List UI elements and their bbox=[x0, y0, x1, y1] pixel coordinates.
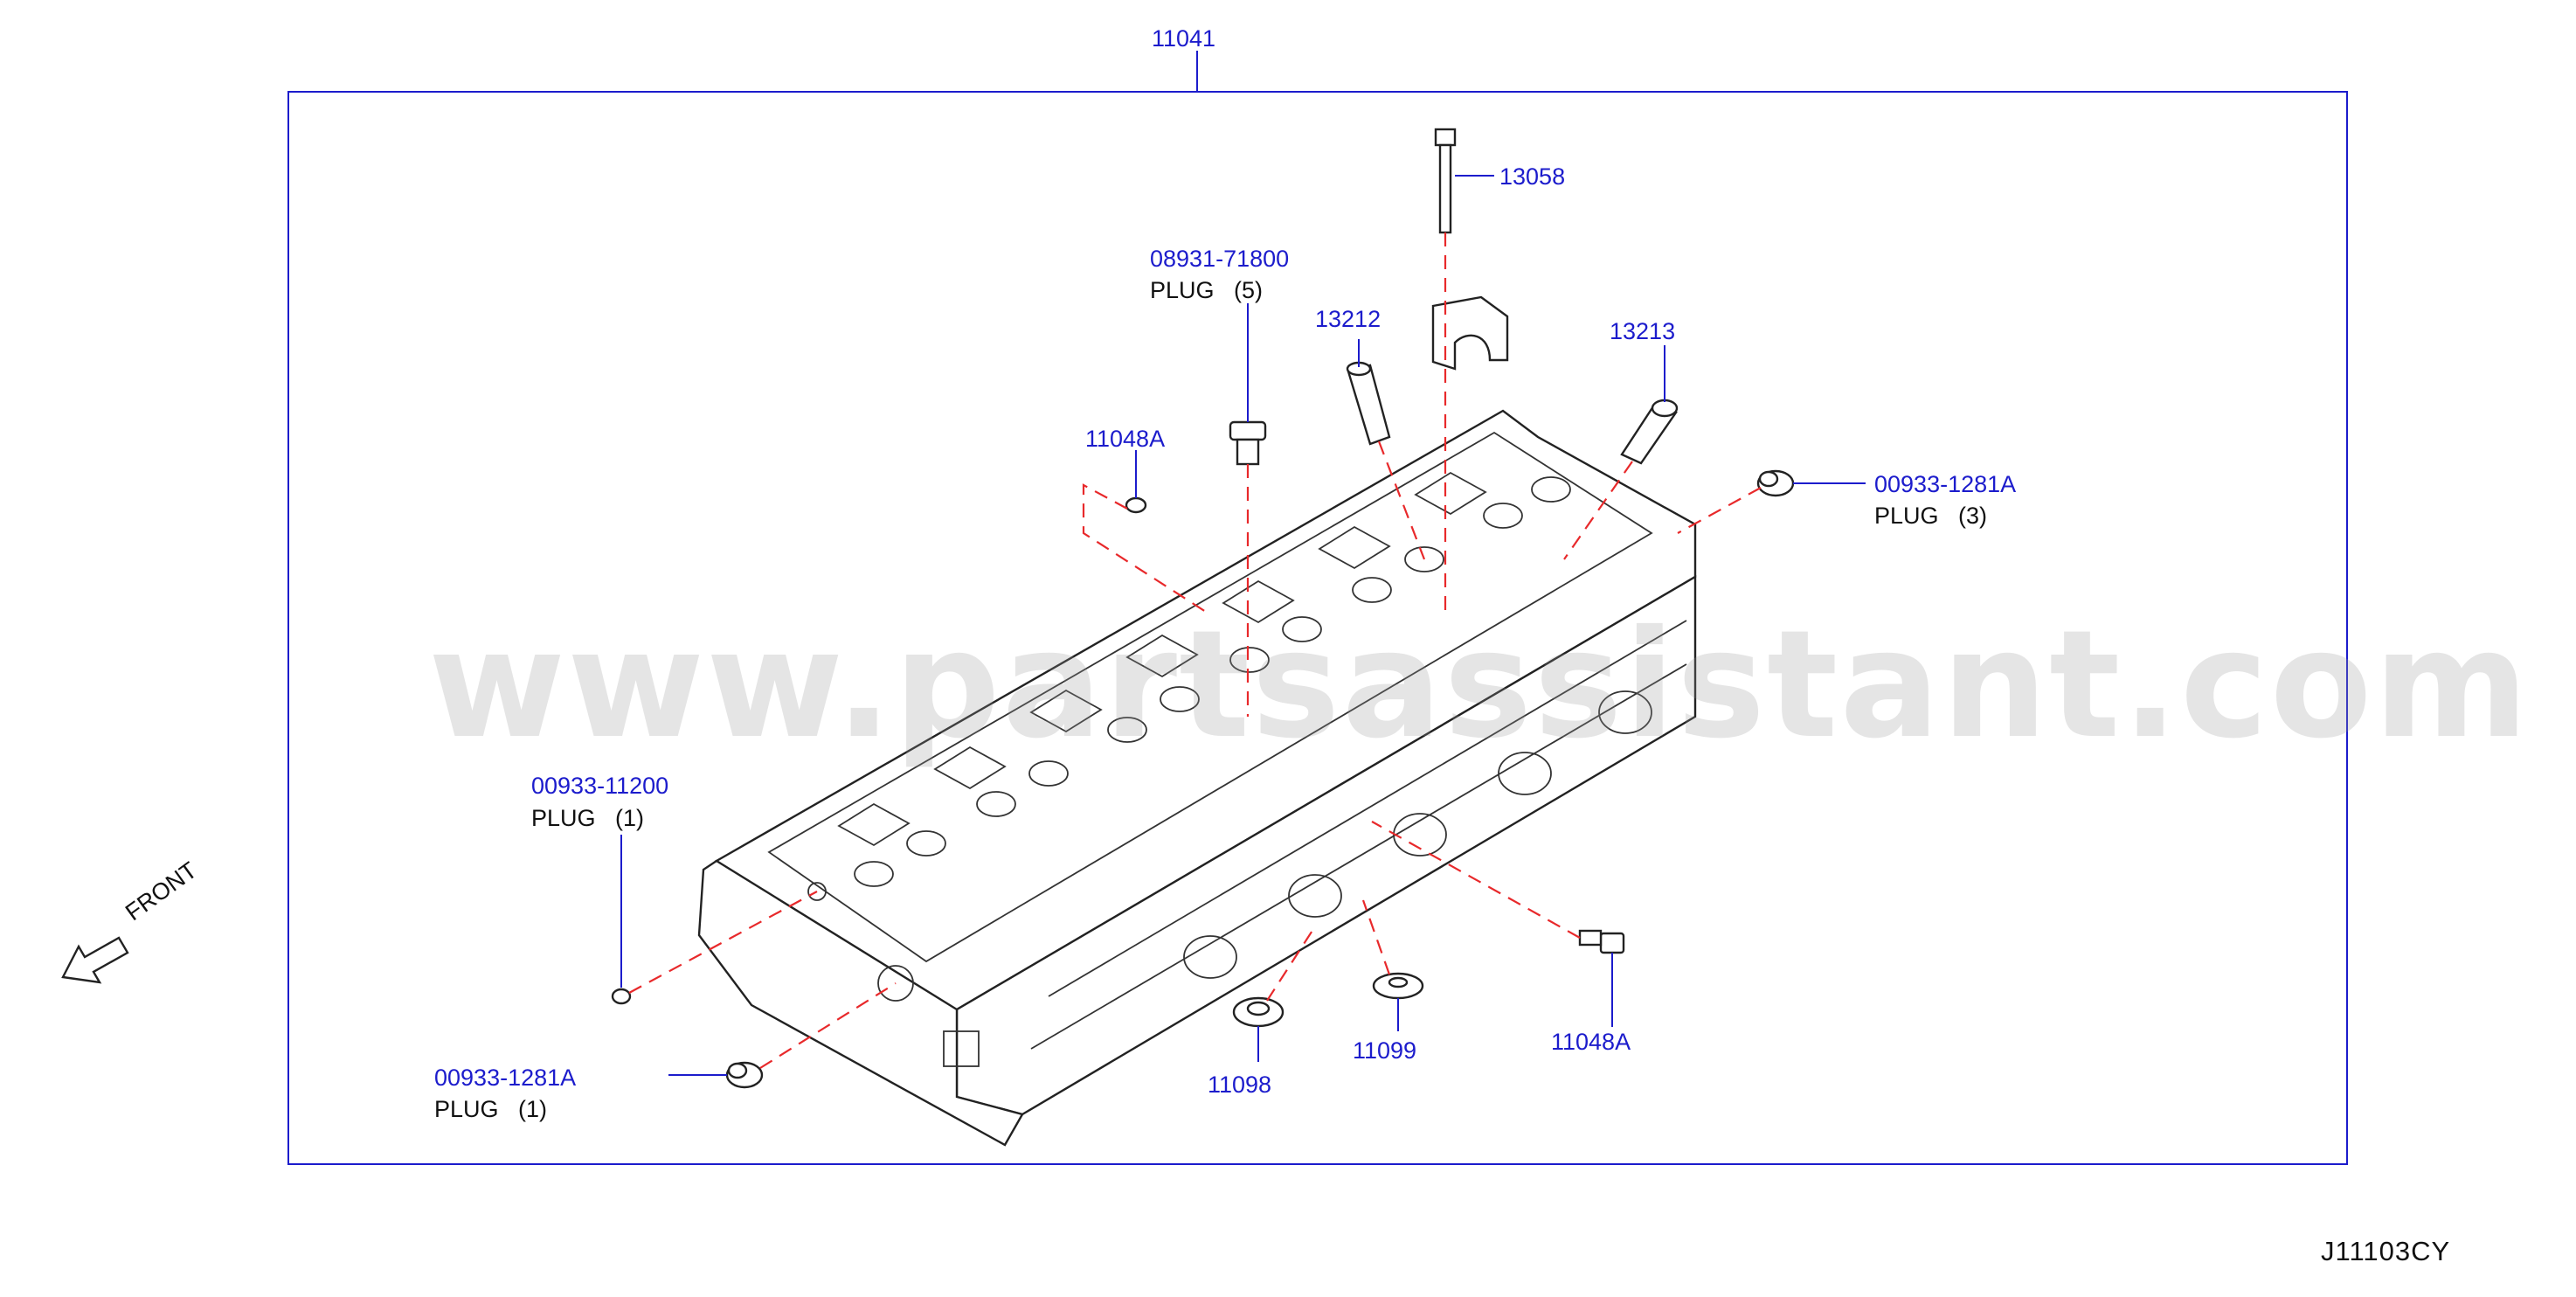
part-number-plug-top[interactable]: 08931-71800 bbox=[1150, 246, 1290, 272]
part-number-guide-2[interactable]: 13213 bbox=[1610, 318, 1676, 344]
valve-guide-13212 bbox=[1346, 361, 1391, 446]
plug-08931-71800 bbox=[1229, 420, 1267, 466]
plug-00933-11200 bbox=[611, 988, 632, 1005]
part-number-plug-right[interactable]: 00933-1281A bbox=[1874, 471, 2017, 497]
washer-11098 bbox=[1232, 996, 1285, 1028]
part-number-guide-1[interactable]: 13212 bbox=[1315, 306, 1381, 332]
dowel-11048a-top bbox=[1125, 496, 1147, 514]
bolt-13058 bbox=[1434, 128, 1457, 234]
part-number-washer-1[interactable]: 11098 bbox=[1208, 1072, 1272, 1098]
part-desc-plug-bottom-left: PLUG (1) bbox=[434, 1096, 548, 1122]
part-number-dowel-top[interactable]: 11048A bbox=[1085, 426, 1166, 452]
part-desc-plug-right: PLUG (3) bbox=[1874, 503, 1988, 529]
washer-11099 bbox=[1372, 972, 1424, 1000]
front-arrow-icon bbox=[61, 936, 129, 984]
valve-guide-13213 bbox=[1620, 399, 1679, 465]
part-number-stud-bottom[interactable]: 11048A bbox=[1551, 1029, 1631, 1055]
assembly-frame bbox=[287, 91, 2348, 1165]
assembly-part-number[interactable]: 11041 bbox=[1152, 25, 1216, 52]
part-number-washer-2[interactable]: 11099 bbox=[1353, 1037, 1417, 1064]
diagram-code: J11103CY bbox=[2321, 1236, 2451, 1266]
stud-11048a-bottom bbox=[1578, 929, 1625, 954]
plug-00933-1281a-right bbox=[1756, 469, 1795, 497]
camshaft-bracket bbox=[1431, 295, 1509, 371]
part-desc-plug-left: PLUG (1) bbox=[531, 805, 645, 831]
part-desc-plug-top: PLUG (5) bbox=[1150, 277, 1264, 303]
plug-00933-1281a-left bbox=[725, 1061, 764, 1089]
part-number-bolt[interactable]: 13058 bbox=[1499, 163, 1566, 190]
part-number-plug-left[interactable]: 00933-11200 bbox=[531, 773, 669, 799]
leader-lines bbox=[620, 175, 1866, 1076]
dashed-assembly-lines bbox=[628, 232, 1762, 1069]
part-number-plug-bottom-left[interactable]: 00933-1281A bbox=[434, 1065, 577, 1091]
watermark: www.partsassistant.com bbox=[428, 599, 2531, 772]
cylinder-head bbox=[697, 409, 1697, 1147]
